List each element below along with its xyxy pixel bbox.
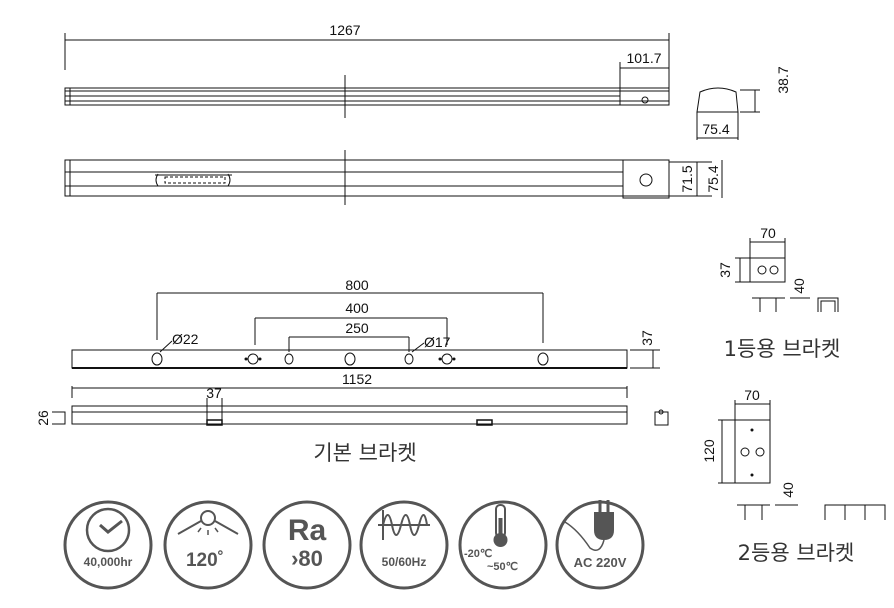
- svg-text:~50℃: ~50℃: [487, 561, 518, 573]
- double-width-dim: 70: [744, 387, 760, 403]
- double-height-dim: 120: [701, 439, 717, 463]
- svg-text:AC 220V: AC 220V: [574, 555, 627, 570]
- dim-250: 250: [345, 320, 369, 336]
- svg-text:40,000hr: 40,000hr: [84, 555, 133, 569]
- basic-bracket-title: 기본 브라켓: [313, 441, 416, 465]
- svg-text:120˚: 120˚: [186, 550, 224, 571]
- side-view: 71.5 75.4: [64, 150, 723, 205]
- frequency-wave-icon: 50/60Hz: [359, 500, 449, 590]
- bracket-height-dim: 37: [639, 330, 655, 346]
- height-dim-b: 75.4: [705, 165, 721, 192]
- spec-icons: 40,000hr 120˚ Ra ›80 50/60Hz -20℃ ~50℃: [63, 500, 645, 590]
- end-length-dim: 101.7: [626, 50, 661, 66]
- svg-text:›80: ›80: [291, 546, 323, 571]
- double-bracket-drawing: 70 120 40 2등용 브라켓: [701, 387, 886, 565]
- rail-height-dim: 26: [35, 410, 51, 426]
- plug-icon: AC 220V: [555, 500, 645, 590]
- dim-400: 400: [345, 300, 369, 316]
- basic-bracket-drawing: 800 400 250 Ø22 Ø17 37 1152 37 26 기본 브라켓: [35, 277, 669, 465]
- hole-large-label: Ø22: [172, 331, 199, 347]
- single-depth-dim: 40: [791, 278, 807, 294]
- svg-text:50/60Hz: 50/60Hz: [382, 555, 427, 569]
- clock-icon: 40,000hr: [63, 500, 153, 590]
- single-bracket-drawing: 70 37 40 1등용 브라켓: [717, 225, 840, 361]
- top-view: 1267 101.7 38.7 75.4: [64, 22, 791, 140]
- dim-800: 800: [345, 277, 369, 293]
- profile-height-dim: 38.7: [775, 66, 791, 93]
- bracket-width-dim: 37: [206, 385, 222, 401]
- svg-text:Ra: Ra: [288, 514, 327, 547]
- profile-width-dim: 75.4: [702, 121, 729, 137]
- single-width-dim: 70: [760, 225, 776, 241]
- thermometer-icon: -20℃ ~50℃: [458, 500, 548, 590]
- length-1152-dim: 1152: [342, 371, 372, 387]
- double-bracket-title: 2등용 브라켓: [738, 541, 855, 565]
- double-depth-dim: 40: [780, 482, 796, 498]
- single-height-dim: 37: [717, 262, 733, 278]
- hole-small-label: Ø17: [424, 334, 451, 350]
- length-dim: 1267: [329, 22, 360, 38]
- single-bracket-title: 1등용 브라켓: [724, 337, 841, 361]
- cri-icon: Ra ›80: [262, 500, 352, 590]
- svg-text:-20℃: -20℃: [464, 548, 492, 560]
- beam-angle-icon: 120˚: [163, 500, 253, 590]
- height-dim-a: 71.5: [679, 165, 695, 192]
